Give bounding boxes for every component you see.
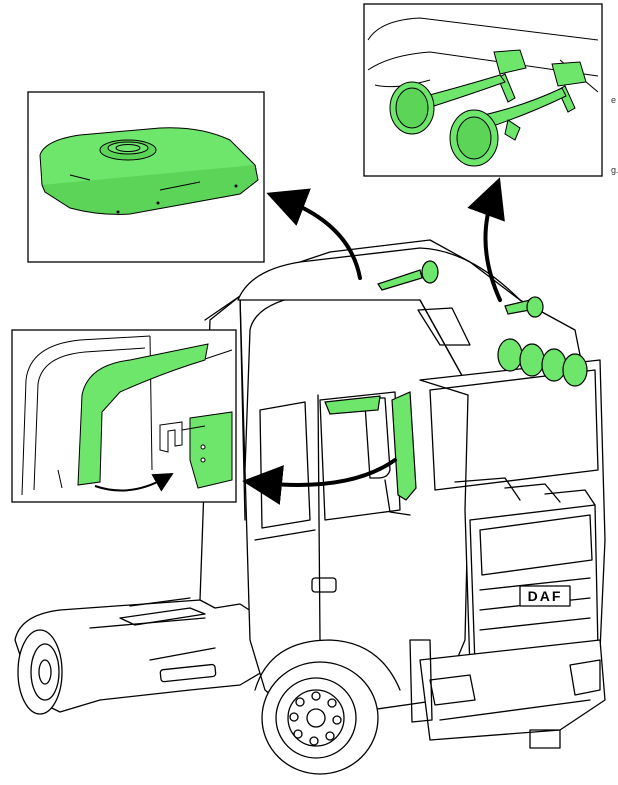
callout-inner-arrow [94,473,174,492]
truck-illustration [14,239,606,775]
horn-bracket-right [551,61,587,87]
callout-air-horns [363,3,603,177]
roof-horn-left [421,260,439,284]
callout-roof-air-conditioner [27,91,265,263]
truck-highlighted-parts [324,260,588,501]
wheel-nuts [289,691,342,746]
side-deflector-panel [77,343,209,486]
roof-light-bar [497,338,588,387]
pointer-arrows [242,177,505,505]
cut-off-text-fragment: e [611,95,617,105]
horn-bracket-left [493,49,527,75]
roof-horn-right [526,296,544,318]
arrow-to-deflector [242,458,397,505]
callout-side-deflector [11,329,237,503]
arrow-to-ac [266,188,362,280]
cut-off-text-fragment: g. [611,165,618,175]
side-deflector-on-truck [391,391,417,501]
arrow-to-horns [467,177,505,302]
grille-badge-text: DAF [528,588,563,604]
